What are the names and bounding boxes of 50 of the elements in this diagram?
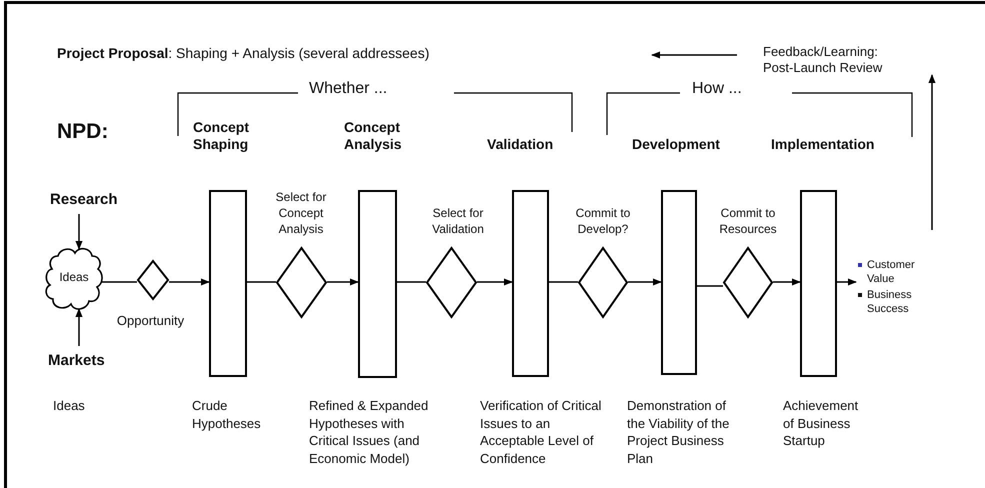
decision-label: Commit to Resources [718, 205, 778, 237]
decision-label: Select for Validation [431, 205, 485, 237]
decision-diamond [723, 247, 773, 318]
stage-heading: Validation [487, 136, 554, 153]
stage-heading: Concept Analysis [344, 119, 403, 153]
arrow [628, 278, 662, 286]
stage-output-text: Achievement of Business Startup [783, 397, 860, 450]
stage-heading: Concept Shaping [193, 119, 250, 153]
stage-heading: Development [632, 136, 721, 153]
arrow [169, 278, 210, 286]
feedback-text: Feedback/Learning: Post-Launch Review [763, 44, 884, 76]
decision-label: Opportunity [116, 313, 186, 329]
connector-line [697, 285, 723, 287]
arrow [477, 278, 513, 286]
stage-bar [512, 190, 549, 377]
stage-heading: Implementation [771, 136, 876, 153]
arrow [651, 51, 737, 59]
connector-line [101, 281, 137, 283]
arrow [837, 278, 857, 286]
connector-line [549, 281, 578, 283]
stage-output-text: Demonstration of the Viability of the Project Business Plan [627, 397, 730, 467]
stage-output-text: Verification of Critical Issues to an Acceptable Level of Confidence [480, 397, 602, 467]
decision-label: Select for Concept Analysis [274, 189, 328, 237]
decision-diamond [426, 247, 477, 318]
stage-bar [800, 190, 837, 377]
stage-bar [661, 190, 697, 375]
outcome-text: Business Success [867, 289, 912, 315]
stage-bar [358, 190, 397, 378]
stage-bar [209, 190, 247, 377]
decision-diamond [578, 247, 628, 318]
arrow [75, 308, 83, 346]
source-label: Markets [48, 352, 105, 369]
decision-label: Commit to Develop? [574, 205, 632, 237]
heading-text: Project Proposal: Shaping + Analysis (several addressees) [57, 45, 430, 61]
connector-line [247, 281, 276, 283]
stage-output-text: Ideas [53, 397, 85, 414]
arrow [75, 214, 83, 250]
arrow [327, 278, 359, 286]
source-label: Research [50, 191, 118, 208]
decision-diamond [137, 260, 169, 300]
outcome-text: Customer Value [867, 259, 915, 285]
arrow [928, 74, 936, 230]
stage-output-text: Crude Hypotheses [192, 397, 262, 432]
node-label: Ideas [58, 270, 90, 284]
npd-heading: NPD: [57, 120, 108, 144]
cloud-shape [44, 246, 104, 312]
stage-output-text: Refined & Expanded Hypotheses with Critical Issues (and Economic Model) [309, 397, 430, 467]
connector-line [397, 281, 426, 283]
decision-diamond [276, 247, 327, 318]
arrow [773, 278, 801, 286]
